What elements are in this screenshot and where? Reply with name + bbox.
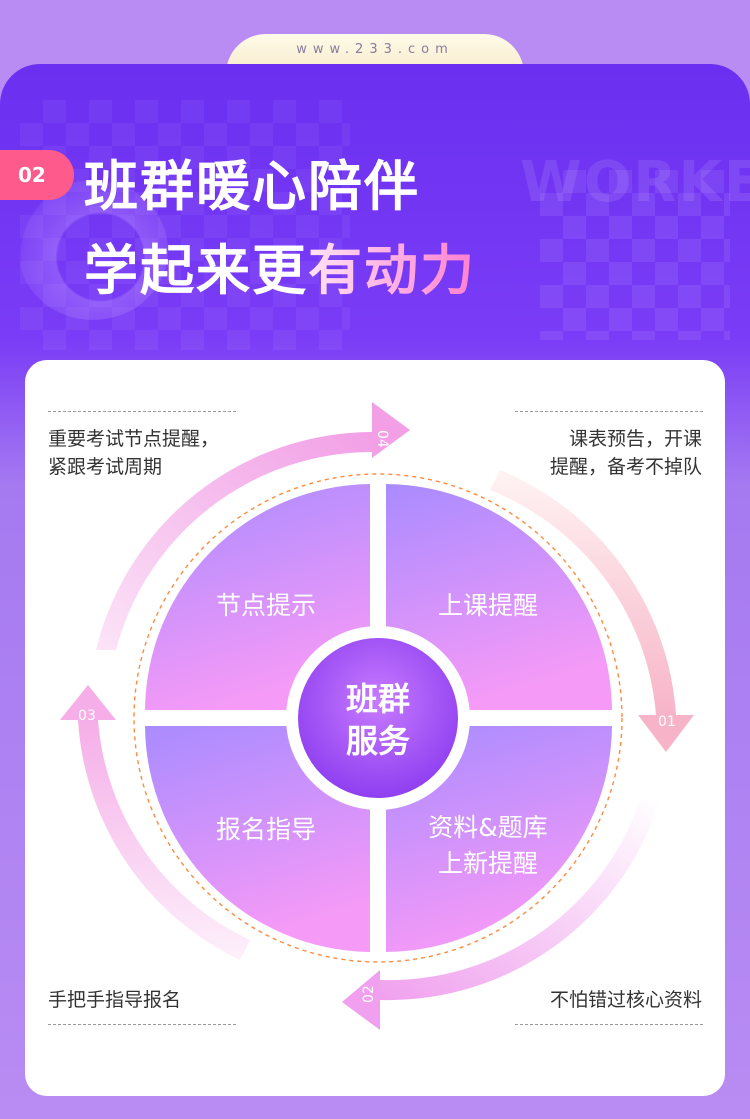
decorative-ring [18,180,168,320]
arrow-04 [96,432,372,650]
arrow-02 [380,800,660,1001]
arrow-01-head [638,715,694,752]
quadrant-label-top-left: 节点提示 [216,591,316,620]
checker-pattern-right [540,170,730,340]
note-top-right: 课表预告，开课 提醒，备考不掉队 [550,425,702,481]
center-label-line2: 服务 [346,722,410,760]
note-divider-top-left [48,411,236,412]
arrow-03 [78,720,250,960]
title-line2-highlight: 有动力 [308,239,476,302]
arrow-04-number: 04 [374,430,390,448]
note-divider-bottom-right [515,1024,703,1025]
note-divider-top-right [515,411,703,412]
dashed-orbit [133,473,623,963]
note-divider-bottom-left [48,1024,236,1025]
note-top-left: 重要考试节点提醒， 紧跟考试周期 [48,425,219,481]
quadrant-label-top-right: 上课提醒 [438,591,538,620]
center-label-line1: 班群 [346,680,410,718]
arrow-02-number: 02 [361,985,377,1003]
section-badge: 02 [0,150,74,200]
center-circle [298,638,458,798]
note-top-left-line1: 重要考试节点提醒， [48,428,220,450]
note-bottom-right: 不怕错过核心资料 [549,989,702,1011]
arrow-03-head [60,685,116,720]
site-url: www.233.com [296,42,454,57]
note-top-left-line2: 紧跟考试周期 [48,456,163,478]
arrow-01-number: 01 [658,714,676,730]
arrow-01 [490,470,676,715]
quadrant-label-bottom-left: 报名指导 [216,815,316,844]
quadrant-label-bottom-right-line2: 上新提醒 [438,849,538,878]
note-bottom-left: 手把手指导报名 [48,989,182,1011]
title-line2-part1: 学起来更 [84,239,308,302]
note-top-right-line2: 提醒，备考不掉队 [549,456,702,478]
quadrant-label-bottom-right-line1: 资料&题库 [428,813,548,842]
checker-pattern-left [20,100,350,350]
arrow-04-head [372,402,410,458]
arrow-02-head [342,970,380,1030]
badge-number: 02 [18,163,46,187]
watermark-text: WORKER [520,150,750,215]
note-top-right-line1: 课表预告，开课 [568,428,702,450]
page-title-line1: 班群暖心陪伴 [84,155,420,218]
page-title-line2: 学起来更有动力 [84,226,476,305]
arrow-03-number: 03 [78,708,96,724]
